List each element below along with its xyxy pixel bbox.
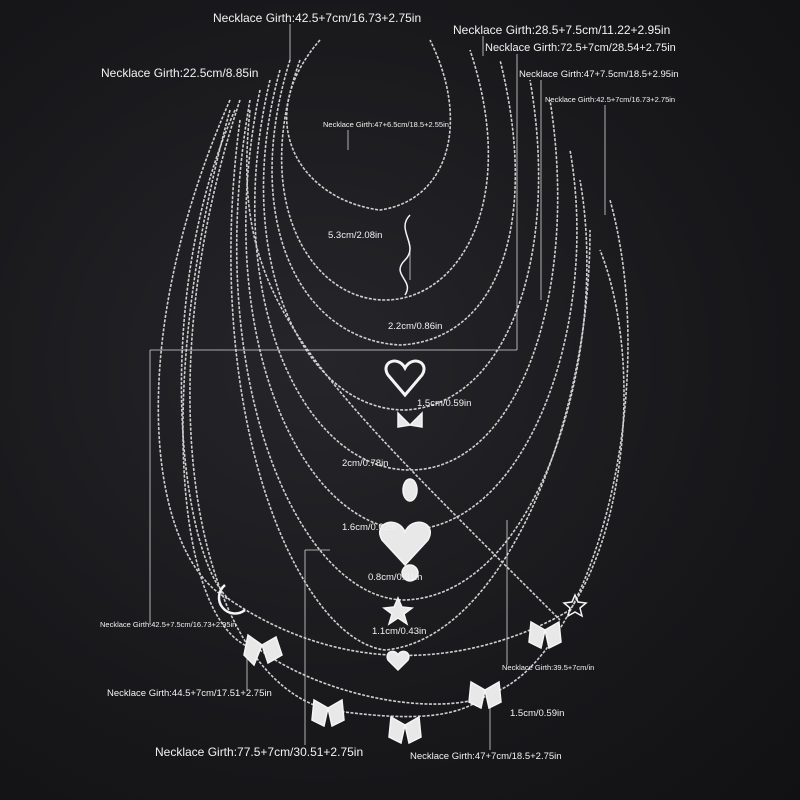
butterfly-pendant-icon: [397, 411, 423, 428]
girth-label: Necklace Girth:42.5+7cm/16.73+2.75in: [545, 95, 676, 104]
girth-label: Necklace Girth:47+7.5cm/18.5+2.95in: [519, 69, 679, 80]
butterfly-pendant-icon: [388, 715, 422, 745]
leader-lines: [149, 24, 606, 750]
pendant-size-label: 1.1cm/0.43in: [372, 626, 427, 637]
girth-label: Necklace Girth:42.5+7cm/16.73+2.75in: [213, 11, 422, 25]
girth-label: Necklace Girth:44.5+7cm/17.51+2.75in: [107, 688, 272, 699]
pendant-size-label: 1.5cm/0.59in: [417, 398, 472, 409]
pendant-size-label: 1.5cm/0.59in: [510, 708, 565, 719]
girth-label: Necklace Girth:22.5cm/8.85in: [101, 66, 259, 80]
moon-pendant-icon: [217, 584, 246, 615]
girth-label: Necklace Girth:28.5+7.5cm/11.22+2.95in: [453, 23, 671, 37]
chain: [245, 89, 578, 531]
chain: [180, 109, 625, 657]
pendant-size-label: 2.2cm/0.86in: [388, 321, 443, 332]
girth-label: Necklace Girth:47+6.5cm/18.5+2.55in: [323, 120, 449, 129]
pendant-size-label: 5.3cm/2.08in: [328, 230, 383, 241]
moonstone-pendant-icon: [401, 564, 419, 582]
crystal-pendant-icon: [402, 478, 418, 502]
girth-label: Necklace Girth:42.5+7.5cm/16.73+2.95in: [100, 620, 237, 629]
pendant-size-label: 1.6cm/0.62in: [342, 522, 397, 533]
heart-outline-pendant-icon: [384, 359, 426, 398]
girth-label: Necklace Girth:39.5+7cm/in: [502, 663, 595, 672]
heart-pendant-icon: [386, 650, 410, 672]
girth-label: Necklace Girth:47+7cm/18.5+2.75in: [410, 751, 562, 762]
chain: [182, 109, 629, 705]
chain: [157, 99, 231, 601]
pendant-size-label: 2cm/0.78in: [342, 458, 389, 469]
chain: [230, 119, 591, 651]
chains: [157, 39, 629, 718]
chain: [285, 39, 452, 211]
girth-label: Necklace Girth:72.5+7cm/28.54+2.75in: [485, 42, 676, 54]
star-pendant-icon: [382, 596, 414, 626]
chain: [271, 59, 517, 346]
chain: [235, 99, 588, 601]
star-outline-pendant-icon: [562, 593, 588, 618]
pendant-size-label: 0.8cm/0.31in: [368, 572, 423, 583]
butterfly-pendant-icon: [243, 633, 283, 667]
butterfly-pendant-icon: [468, 680, 502, 710]
butterfly-pendant-icon: [311, 698, 345, 728]
chain: [253, 79, 559, 471]
girth-label: Necklace Girth:77.5+7cm/30.51+2.75in: [155, 745, 364, 759]
snake-pendant-icon: [399, 214, 411, 296]
butterfly-pendant-icon: [528, 620, 562, 650]
puffy-heart-pendant-icon: [379, 521, 431, 567]
pendants: [217, 214, 588, 745]
chain: [280, 49, 490, 301]
chain: [246, 109, 561, 621]
chain: [262, 69, 540, 411]
